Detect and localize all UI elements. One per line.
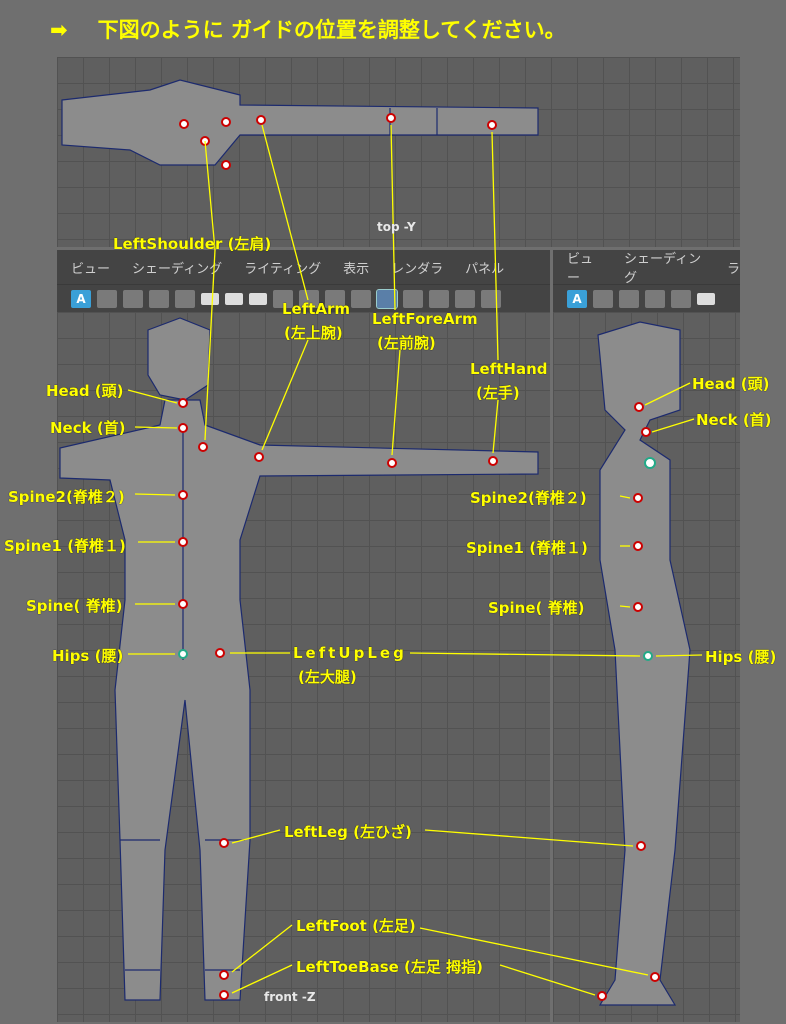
shade-button[interactable] (645, 289, 665, 308)
label-left-upleg-jp: (左大腿) (298, 668, 357, 686)
zoom-icon[interactable] (325, 289, 345, 308)
bookmark-icon[interactable] (273, 289, 293, 308)
grid-mask-button[interactable] (619, 289, 639, 308)
label-left-hand-jp: (左手) (476, 384, 520, 402)
menu-view[interactable]: ビュー (567, 252, 594, 286)
label-spine: Spine( 脊椎) (26, 597, 123, 615)
film-gate-icon[interactable] (403, 289, 423, 308)
instruction-title: ➡ 下図のように ガイドの位置を調整してください。 (50, 14, 566, 44)
label-left-leg: LeftLeg (左ひざ) (284, 823, 412, 841)
menu-shading[interactable]: シェーディング (624, 252, 702, 286)
menu-show[interactable]: 表示 (343, 261, 370, 277)
label-left-toebase: LeftToeBase (左足 拇指) (296, 958, 483, 976)
right-arrow-icon: ➡ (50, 18, 68, 42)
label-head: Head (頭) (46, 382, 124, 400)
menu-renderer[interactable]: レンダラ (391, 261, 444, 277)
label-hips: Hips (腰) (52, 647, 124, 665)
menu-view[interactable]: ビュー (71, 261, 111, 277)
label-left-hand: LeftHand (470, 360, 548, 378)
label-left-upleg: LeftUpLeg (293, 644, 407, 662)
pencil-icon[interactable] (351, 289, 371, 308)
instruction-text: 下図のように ガイドの位置を調整してください。 (97, 18, 566, 42)
front-view-menubar: ビュー シェーディング ライティング 表示 レンダラ パネル (57, 250, 550, 284)
resolution-gate-icon[interactable] (429, 289, 449, 308)
label-left-foot: LeftFoot (左足) (296, 917, 416, 935)
joint-markers (178, 113, 660, 1001)
side-label-head: Head (頭) (692, 375, 770, 393)
front-body-mesh (59, 399, 539, 1001)
pen-icon[interactable] (299, 289, 319, 308)
label-neck: Neck (首) (50, 419, 126, 437)
side-body-mesh (597, 321, 691, 1006)
menu-shading[interactable]: シェーディング (132, 261, 223, 277)
frame-button[interactable] (97, 289, 117, 308)
lock-camera-icon[interactable] (225, 292, 243, 305)
label-left-shoulder: LeftShoulder (左肩) (113, 235, 272, 253)
label-left-forearm-jp: (左前腕) (377, 334, 436, 352)
menu-lighting[interactable]: ライティング (244, 261, 322, 277)
image-plane-button[interactable] (175, 289, 195, 308)
side-label-hips: Hips (腰) (705, 648, 777, 666)
label-left-arm-jp: (左上腕) (284, 324, 343, 342)
label-spine1: Spine1 (脊椎１) (4, 537, 126, 555)
side-label-neck: Neck (首) (696, 411, 772, 429)
label-left-arm: LeftArm (282, 300, 351, 318)
menu-lighting[interactable]: ラ (726, 261, 740, 277)
top-view-mesh (61, 79, 539, 166)
grid-mask-button[interactable] (123, 289, 143, 308)
label-left-forearm: LeftForeArm (372, 310, 478, 328)
camera-icon[interactable] (201, 292, 219, 305)
side-view-toolbar: A (553, 284, 740, 312)
top-view-label: top -Y (377, 220, 416, 234)
camera-attr-button[interactable]: A (71, 289, 91, 308)
frame-button[interactable] (593, 289, 613, 308)
camera-settings-icon[interactable] (249, 292, 267, 305)
image-plane-button[interactable] (671, 289, 691, 308)
grid-icon[interactable] (376, 288, 398, 309)
menu-panels[interactable]: パネル (465, 261, 505, 277)
front-view-toolbar: A (57, 284, 550, 312)
side-label-spine1: Spine1 (脊椎１) (466, 539, 588, 557)
camera-icon[interactable] (697, 292, 715, 305)
front-view-label: front -Z (264, 990, 316, 1004)
side-label-spine2: Spine2(脊椎２) (470, 489, 587, 507)
front-head-mesh (147, 317, 211, 401)
side-view-menubar: ビュー シェーディング ラ (553, 250, 740, 286)
side-label-spine: Spine( 脊椎) (488, 599, 585, 617)
gate-mask-icon[interactable] (455, 289, 475, 308)
annotation-arrows (127, 124, 703, 996)
label-spine2: Spine2(脊椎２) (8, 488, 125, 506)
camera-attr-button[interactable]: A (567, 289, 587, 308)
shade-button[interactable] (149, 289, 169, 308)
